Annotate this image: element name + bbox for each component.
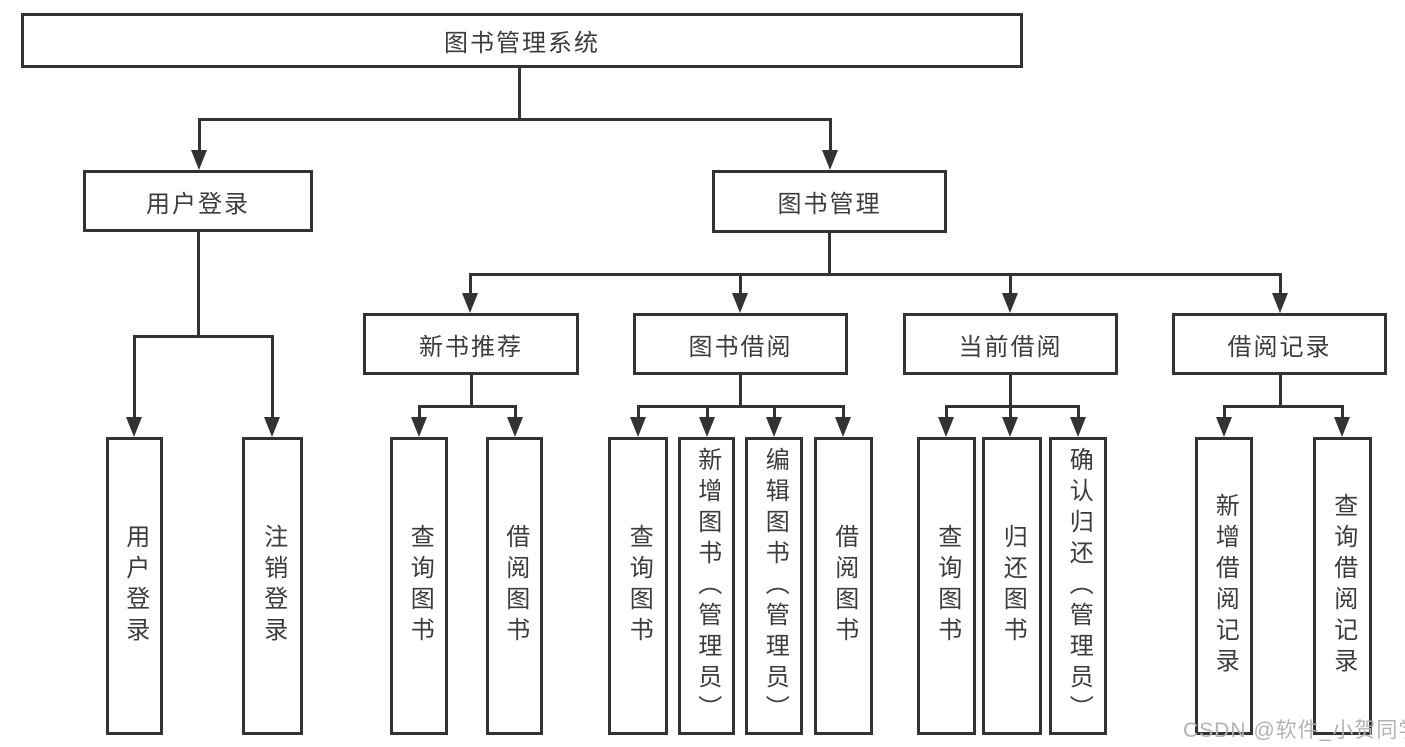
leaf-label: 用户登录 [121, 524, 149, 648]
connector-drop [706, 405, 709, 419]
connector-user-login-stem [197, 232, 200, 335]
connector-root-stem [518, 68, 521, 118]
connector-drop [739, 273, 742, 295]
arrowhead-icon [699, 417, 715, 437]
connector-drop [1009, 273, 1012, 295]
connector-drop [1077, 405, 1080, 419]
leaf-query-books: 查询图书 [608, 437, 668, 735]
arrowhead-icon [1216, 417, 1232, 437]
arrowhead-icon [630, 417, 646, 437]
node-book-borrowing: 图书借阅 [633, 313, 848, 375]
arrowhead-icon [191, 150, 207, 170]
connector-group-branch [945, 405, 1080, 408]
leaf-query-books: 查询图书 [390, 437, 448, 735]
connector-drop [945, 405, 948, 419]
connector-drop [842, 405, 845, 419]
connector-borrow-records-stem [1279, 375, 1282, 405]
leaf-add-books-admin: 新增图书（管理员） [678, 437, 735, 735]
leaf-user-login: 用户登录 [106, 437, 163, 735]
node-borrowing-records: 借阅记录 [1172, 313, 1387, 375]
leaf-label: 确认归还（管理员） [1065, 446, 1093, 726]
leaf-edit-books-admin: 编辑图书（管理员） [745, 437, 803, 735]
leaf-borrow-books: 借阅图书 [486, 437, 543, 735]
node-book-management: 图书管理 [712, 170, 947, 233]
node-library-system: 图书管理系统 [21, 13, 1023, 68]
leaf-label: 查询借阅记录 [1329, 493, 1357, 679]
connector-level3-branch [469, 273, 1282, 276]
connector-group-branch [418, 405, 517, 408]
arrowhead-icon [462, 293, 478, 313]
connector-drop [1223, 405, 1226, 419]
leaf-label: 归还图书 [999, 524, 1027, 648]
arrowhead-icon [1334, 417, 1350, 437]
arrowhead-icon [1002, 417, 1018, 437]
connector-current-borrow-stem [1009, 375, 1012, 405]
connector-drop [418, 405, 421, 419]
arrowhead-icon [835, 417, 851, 437]
connector-level2-branch [198, 118, 832, 121]
leaf-label: 新增图书（管理员） [693, 446, 721, 726]
leaf-label: 查询图书 [406, 524, 434, 648]
leaf-confirm-return-admin: 确认归还（管理员） [1049, 437, 1107, 735]
leaf-label: 借阅图书 [830, 524, 858, 648]
connector-drop [773, 405, 776, 419]
connector-drop [514, 405, 517, 419]
watermark: CSDN @软件_小贺同学 [1183, 719, 1405, 742]
leaf-label: 查询图书 [625, 524, 653, 648]
arrowhead-icon [1070, 417, 1086, 437]
leaf-label: 借阅图书 [501, 524, 529, 648]
leaf-label: 查询图书 [933, 524, 961, 648]
connector-drop [469, 273, 472, 295]
leaf-label: 注销登录 [259, 524, 287, 648]
leaf-add-borrow-record: 新增借阅记录 [1195, 437, 1253, 735]
connector-drop [829, 118, 832, 152]
leaf-label: 新增借阅记录 [1211, 493, 1239, 679]
arrowhead-icon [1272, 293, 1288, 313]
arrowhead-icon [938, 417, 954, 437]
connector-user-login-branch [133, 335, 274, 338]
leaf-borrow-books: 借阅图书 [814, 437, 873, 735]
arrowhead-icon [264, 417, 280, 437]
connector-drop [637, 405, 640, 419]
arrowhead-icon [1002, 293, 1018, 313]
leaf-return-books: 归还图书 [982, 437, 1042, 735]
node-user-login: 用户登录 [83, 170, 313, 232]
arrowhead-icon [766, 417, 782, 437]
connector-book-borrow-stem [739, 375, 742, 405]
connector-drop [1279, 273, 1282, 295]
arrowhead-icon [732, 293, 748, 313]
node-current-borrowing: 当前借阅 [903, 313, 1118, 375]
arrowhead-icon [126, 417, 142, 437]
leaf-label: 编辑图书（管理员） [761, 446, 789, 726]
arrowhead-icon [411, 417, 427, 437]
node-new-book-recommendation: 新书推荐 [363, 313, 579, 375]
leaf-logout: 注销登录 [242, 437, 303, 735]
connector-new-book-stem [470, 375, 473, 405]
leaf-query-books: 查询图书 [917, 437, 976, 735]
connector-book-mgmt-stem [828, 232, 831, 273]
connector-drop [1341, 405, 1344, 419]
arrowhead-icon [507, 417, 523, 437]
connector-group-branch [637, 405, 845, 408]
connector-group-branch [1223, 405, 1344, 408]
connector-drop [198, 118, 201, 152]
connector-drop [1009, 405, 1012, 419]
connector-drop [133, 335, 136, 419]
connector-drop [271, 335, 274, 419]
leaf-query-borrow-record: 查询借阅记录 [1313, 437, 1372, 735]
arrowhead-icon [822, 150, 838, 170]
